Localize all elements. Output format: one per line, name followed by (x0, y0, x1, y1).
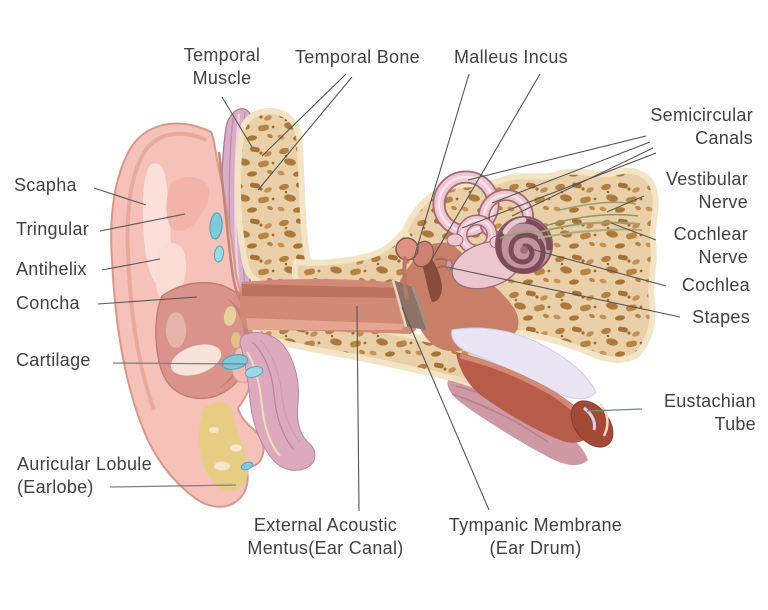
label-tympanic-membrane: Tympanic Membrane (Ear Drum) (448, 515, 623, 559)
label-cochlea: Cochlea (681, 275, 750, 295)
label-auricular-lobule: Auricular Lobule (Earlobe) (17, 454, 152, 498)
label-tringular: Tringular (16, 219, 90, 239)
cartilage-shape (209, 212, 264, 471)
label-temporal-bone: Temporal Bone (295, 47, 420, 67)
ear-canal-shape (240, 279, 420, 334)
label-cochlear-nerve: Cochlear Nerve (673, 224, 748, 268)
label-eustachian-tube: Eustachian Tube (663, 391, 756, 435)
nerve-fibers-shape (499, 201, 643, 239)
label-scapha: Scapha (14, 175, 77, 195)
ossicles-shape (395, 237, 453, 300)
eustachian-tube-shape (447, 327, 614, 466)
label-vestibular-nerve: Vestibular Nerve (665, 169, 748, 213)
cochlea-shape (495, 216, 553, 274)
tympanic-membrane-shape (391, 279, 430, 331)
label-temporal-muscle: Temporal Muscle (183, 45, 261, 89)
label-antihelix: Antihelix (16, 259, 87, 279)
leader-lines (93, 73, 681, 512)
label-concha: Concha (16, 293, 80, 313)
outer-ear-shape (110, 122, 268, 508)
label-semicircular-canals: Semicircular Canals (650, 105, 753, 149)
label-external-acoustic-meatus: External Acoustic Mentus(Ear Canal) (247, 515, 404, 559)
label-cartilage: Cartilage (16, 350, 91, 370)
label-malleus-incus: Malleus Incus (454, 47, 568, 67)
label-stapes: Stapes (692, 307, 750, 327)
